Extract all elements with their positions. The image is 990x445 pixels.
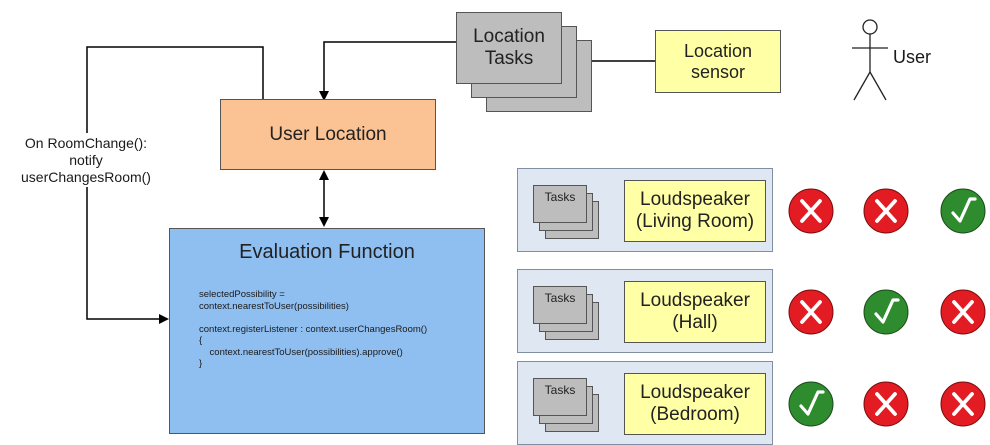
tasks-label: Tasks	[544, 383, 576, 397]
denied-cross-icon	[788, 289, 834, 335]
user-stick-figure-icon	[852, 19, 888, 101]
task-stack-front: Tasks	[533, 378, 587, 416]
location-tasks-line2: Tasks	[484, 48, 534, 69]
denied-cross-icon	[788, 188, 834, 234]
tasks-to-userlocation-arrow	[319, 41, 456, 101]
code-line: context.registerListener : context.userC…	[199, 323, 428, 335]
denied-cross-icon	[863, 188, 909, 234]
tasks-label: Tasks	[544, 291, 576, 305]
location-sensor-line1: Location	[683, 40, 753, 61]
loudspeaker-box: Loudspeaker(Bedroom)	[624, 373, 766, 435]
location-tasks-line1: Location	[473, 26, 545, 47]
room-change-line2: notify	[69, 151, 103, 168]
evaluation-code-block: selectedPossibility =context.nearestToUs…	[199, 289, 427, 370]
loudspeaker-room: (Living Room)	[635, 211, 755, 232]
loudspeaker-room: (Bedroom)	[650, 404, 740, 425]
user-location-box: User Location	[220, 99, 436, 170]
task-stack-front: Tasks	[533, 286, 587, 324]
evaluation-function-title: Evaluation Function	[239, 241, 415, 263]
code-line: selectedPossibility =	[199, 289, 285, 300]
code-line: {	[199, 335, 203, 346]
denied-cross-icon	[863, 381, 909, 427]
user-location-label: User Location	[269, 123, 387, 145]
loudspeaker-line1: Loudspeaker	[640, 382, 750, 403]
approved-check-icon	[940, 188, 986, 234]
denied-cross-icon	[940, 289, 986, 335]
task-stack-front: Tasks	[533, 185, 587, 223]
user-label: User	[893, 47, 932, 67]
room-change-note: On RoomChange(): notify userChangesRoom(…	[8, 133, 164, 188]
loudspeaker-line1: Loudspeaker	[640, 290, 750, 311]
code-line: }	[199, 358, 203, 369]
approved-check-icon	[788, 381, 834, 427]
denied-cross-icon	[940, 381, 986, 427]
location-tasks-box: Location Tasks	[456, 12, 562, 84]
roomchange-notify-arrow	[86, 46, 264, 324]
loudspeaker-box: Loudspeaker(Hall)	[624, 281, 766, 343]
approved-check-icon	[863, 289, 909, 335]
code-line: context.nearestToUser(possibilities)	[199, 300, 349, 312]
loudspeaker-box: Loudspeaker(Living Room)	[624, 180, 766, 242]
location-sensor-box: Location sensor	[655, 30, 781, 93]
tasks-label: Tasks	[544, 190, 576, 204]
code-line: context.nearestToUser(possibilities).app…	[199, 346, 403, 358]
code-line	[199, 312, 427, 324]
location-sensor-line2: sensor	[690, 61, 746, 82]
room-change-line1: On RoomChange():	[24, 135, 148, 151]
room-change-line3: userChangesRoom()	[21, 168, 151, 185]
loudspeaker-room: (Hall)	[672, 312, 718, 333]
evaluation-function-box: Evaluation Function selectedPossibility …	[169, 228, 485, 434]
loudspeaker-line1: Loudspeaker	[640, 189, 750, 210]
